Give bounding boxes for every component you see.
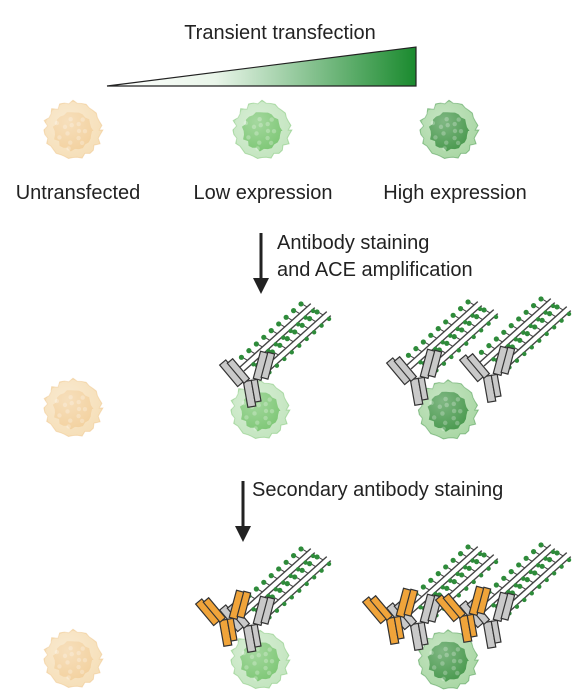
column-label-untransfected: Untransfected xyxy=(16,182,141,204)
primary-antibody-icon xyxy=(385,348,443,407)
secondary-antibody-icon xyxy=(361,587,419,646)
primary-antibody-icon xyxy=(458,345,516,404)
cell-icon xyxy=(43,377,104,438)
cell-icon xyxy=(419,99,480,160)
cell-icon xyxy=(417,379,480,440)
secondary-antibody-icon xyxy=(434,585,492,644)
cell-icon xyxy=(417,629,480,690)
step2-label: Secondary antibody staining xyxy=(252,479,503,501)
ace-chain-icon xyxy=(478,542,556,613)
cell-icon xyxy=(232,99,293,160)
ace-chain-icon xyxy=(254,554,332,625)
ace-chain-icon xyxy=(478,296,556,367)
ace-chain-icon xyxy=(238,301,316,372)
cell-icon xyxy=(230,379,291,440)
column-label-low-expression: Low expression xyxy=(194,182,333,204)
title-label: Transient transfection xyxy=(184,22,376,44)
step1-label-line2: and ACE amplification xyxy=(277,259,473,281)
cell-icon xyxy=(43,99,104,160)
down-arrow-icon xyxy=(235,481,251,542)
down-arrow-icon xyxy=(253,233,269,294)
cell-icon xyxy=(43,628,104,689)
column-label-high-expression: High expression xyxy=(383,182,526,204)
ace-chain-icon xyxy=(405,544,483,615)
ace-chain-icon xyxy=(238,546,316,617)
ace-chain-icon xyxy=(405,299,483,370)
primary-antibody-icon xyxy=(218,350,276,409)
step1-label-line1: Antibody staining xyxy=(277,232,429,254)
transfection-gradient-wedge xyxy=(106,46,417,87)
cell-icon xyxy=(230,629,291,690)
ace-chain-icon xyxy=(421,307,499,378)
secondary-antibody-icon xyxy=(194,589,252,648)
